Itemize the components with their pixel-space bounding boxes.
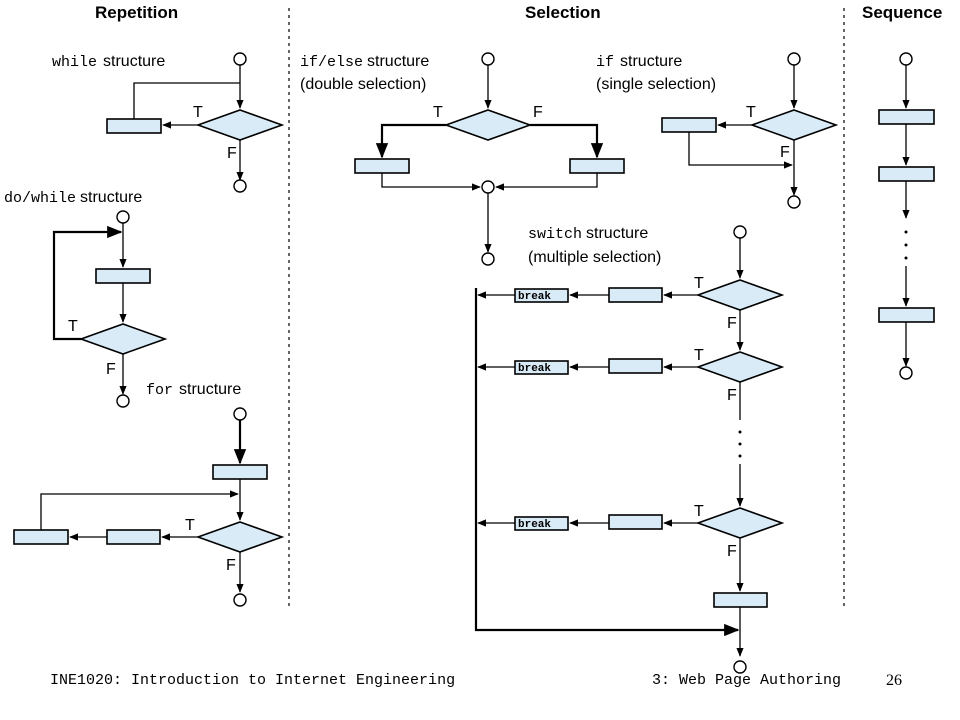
sequence-structure	[878, 52, 935, 380]
switch-case-2-true-label: T	[694, 347, 704, 364]
switch-case-n-break-text: break	[518, 519, 551, 531]
switch-case-1-action-box	[608, 287, 663, 303]
ifelse-exit-circle	[481, 252, 495, 266]
ifelse-entry-circle	[481, 52, 495, 66]
while-true-label: T	[193, 104, 203, 121]
for-false-label: F	[226, 557, 236, 574]
header-selection: Selection	[525, 3, 601, 22]
for-exit-circle	[233, 593, 247, 607]
switch-case-n-diamond	[695, 507, 785, 539]
for-increment-box	[13, 529, 69, 545]
switch-case-2-break-text: break	[518, 363, 551, 375]
if-true-label: T	[746, 104, 756, 121]
dowhile-exit-circle	[116, 394, 130, 408]
for-true-label: T	[185, 517, 195, 534]
sequence-ellipsis-dot	[904, 243, 908, 247]
ifelse-sublabel: (double selection)	[300, 76, 426, 93]
switch-entry-circle	[733, 225, 747, 239]
sequence-box-2	[878, 166, 935, 182]
dowhile-decision-diamond	[78, 323, 168, 355]
switch-case-2-diamond	[695, 351, 785, 383]
sequence-box-1	[878, 109, 935, 125]
switch-ellipsis-dot	[738, 430, 742, 434]
switch-case-1-true-label: T	[694, 275, 704, 292]
switch-ellipsis-dot	[738, 442, 742, 446]
while-decision-diamond	[195, 109, 285, 141]
switch-case-1-break-text: break	[518, 291, 551, 303]
switch-case-n-false-label: F	[727, 543, 737, 560]
if-decision-diamond	[749, 109, 839, 141]
sequence-exit-circle	[899, 366, 913, 380]
sequence-ellipsis-dot	[904, 230, 908, 234]
if-false-label: F	[780, 144, 790, 161]
switch-default-box	[713, 592, 768, 608]
dowhile-true-label: T	[68, 318, 78, 335]
dowhile-false-label: F	[106, 361, 116, 378]
for-entry-circle	[233, 407, 247, 421]
ifelse-merge-circle	[481, 180, 495, 194]
switch-case-2-action-box	[608, 358, 663, 374]
if-entry-circle	[787, 52, 801, 66]
switch-case-n-action-box	[608, 514, 663, 530]
ifelse-false-label: F	[533, 104, 543, 121]
for-decision-diamond	[195, 521, 285, 553]
switch-case-n-true-label: T	[694, 503, 704, 520]
header-repetition: Repetition	[95, 3, 178, 22]
switch-case-1-false-label: F	[727, 315, 737, 332]
footer-chapter: 3: Web Page Authoring	[652, 672, 841, 689]
footer-page-number: 26	[886, 672, 902, 689]
while-false-label: F	[227, 145, 237, 162]
ifelse-true-box	[354, 158, 410, 174]
switch-case-2-false-label: F	[727, 387, 737, 404]
if-exit-circle	[787, 195, 801, 209]
ifelse-decision-diamond	[443, 109, 533, 141]
switch-exit-circle	[733, 660, 747, 674]
sequence-box-3	[878, 307, 935, 323]
footer-course: INE1020: Introduction to Internet Engine…	[50, 672, 455, 689]
sequence-ellipsis-dot	[904, 256, 908, 260]
dowhile-entry-circle	[116, 210, 130, 224]
switch-case-1-diamond	[695, 279, 785, 311]
switch-sublabel: (multiple selection)	[528, 249, 661, 266]
while-entry-circle	[233, 52, 247, 66]
dowhile-body-box	[95, 268, 151, 284]
ifelse-true-label: T	[433, 104, 443, 121]
while-exit-circle	[233, 179, 247, 193]
while-body-box	[106, 118, 162, 134]
header-sequence: Sequence	[862, 3, 942, 22]
switch-ellipsis-dot	[738, 454, 742, 458]
ifelse-false-box	[569, 158, 625, 174]
for-body-box	[106, 529, 161, 545]
sequence-entry-circle	[899, 52, 913, 66]
if-body-box	[661, 117, 717, 133]
if-sublabel: (single selection)	[596, 76, 716, 93]
for-init-box	[212, 464, 268, 480]
